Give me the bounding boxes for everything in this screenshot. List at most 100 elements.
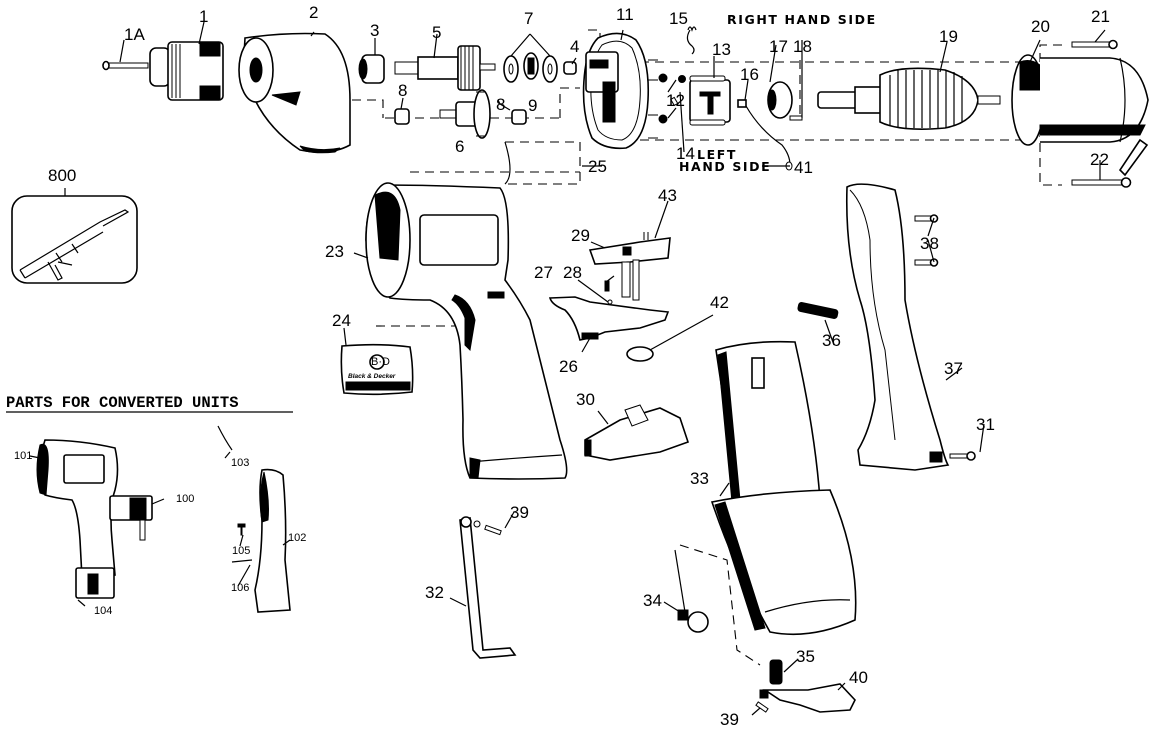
part-1A-screw[interactable]: [102, 60, 149, 71]
callout-14: 14: [676, 144, 695, 163]
part-5-spindle[interactable]: [394, 45, 496, 91]
part-40-latch-button[interactable]: [759, 683, 856, 713]
part-33-battery-pack[interactable]: [710, 340, 857, 636]
part-35-spring[interactable]: [769, 659, 783, 685]
part-1-chuck[interactable]: [149, 41, 224, 101]
callout-43: 43: [658, 186, 677, 205]
callout-23: 23: [325, 242, 344, 261]
callout-25: 25: [588, 157, 607, 176]
callout-4: 4: [570, 37, 579, 56]
part-28-spring[interactable]: [604, 280, 610, 292]
callout-6: 6: [455, 137, 464, 156]
callout-8b: 8: [496, 95, 505, 114]
callout-103: 103: [231, 457, 249, 469]
part-101-housing-converted[interactable]: [36, 439, 119, 599]
callout-106: 106: [231, 582, 249, 594]
part-24-badge[interactable]: B·D Black & Decker: [340, 343, 414, 396]
part-36-spring[interactable]: [797, 301, 839, 319]
note-hand-side: HAND SIDE: [679, 159, 771, 174]
callout-800: 800: [48, 166, 76, 185]
part-22-screw[interactable]: [1071, 177, 1132, 188]
callout-7: 7: [524, 9, 533, 28]
part-32-belt-clip[interactable]: [459, 516, 517, 659]
callout-labels: 1A 1 2 3 5 8 6 7 8 9 4 11 15 RIGHT HAND …: [14, 3, 1110, 729]
callout-42: 42: [710, 293, 729, 312]
part-106-lead-converted[interactable]: [231, 559, 253, 563]
callout-39b: 39: [720, 710, 739, 729]
part-17-bearing[interactable]: [767, 81, 793, 119]
callout-19: 19: [939, 27, 958, 46]
callout-15: 15: [669, 9, 688, 28]
callout-18: 18: [793, 37, 812, 56]
part-2-gear-housing[interactable]: [238, 32, 351, 154]
callout-17: 17: [769, 37, 788, 56]
callout-26: 26: [559, 357, 578, 376]
note-right-hand-side: RIGHT HAND SIDE: [727, 12, 877, 27]
part-39-pin-upper[interactable]: [484, 524, 502, 536]
callout-21: 21: [1091, 7, 1110, 26]
part-103-spring-converted[interactable]: [217, 425, 233, 451]
callout-leader-lines: [29, 21, 1106, 716]
part-30-battery-latch[interactable]: [584, 404, 690, 461]
part-102-handle-converted[interactable]: [254, 468, 291, 613]
part-23-housing[interactable]: [365, 182, 568, 480]
part-25-sleeve[interactable]: [504, 141, 511, 185]
callout-1: 1: [199, 7, 208, 26]
callout-8a: 8: [398, 81, 407, 100]
callout-3: 3: [370, 21, 379, 40]
callout-28: 28: [563, 263, 582, 282]
callout-12: 12: [666, 91, 685, 110]
callout-104: 104: [94, 605, 112, 617]
part-21-screw[interactable]: [1071, 39, 1118, 50]
part-14-brush[interactable]: [670, 75, 686, 107]
part-42-o-ring[interactable]: [626, 346, 654, 362]
callout-9: 9: [528, 96, 537, 115]
callout-33: 33: [690, 469, 709, 488]
callout-40: 40: [849, 668, 868, 687]
part-34-terminal[interactable]: [674, 549, 709, 633]
callout-32: 32: [425, 583, 444, 602]
part-3-bushing[interactable]: [358, 54, 385, 84]
part-800-accessory-box[interactable]: [11, 36, 138, 284]
callout-22: 22: [1090, 150, 1109, 169]
callout-36: 36: [822, 331, 841, 350]
callout-34: 34: [643, 591, 662, 610]
part-13-brush-holder[interactable]: [689, 75, 731, 126]
part-8-bearing-right[interactable]: [511, 109, 527, 125]
part-26-trigger[interactable]: [548, 296, 670, 341]
part-6-gear[interactable]: [439, 89, 491, 139]
part-38-screws[interactable]: [914, 214, 939, 267]
part-105-screw-converted[interactable]: [237, 523, 246, 536]
part-11-gear-case[interactable]: [582, 32, 658, 150]
badge-logo-text: B·D: [371, 356, 390, 368]
callout-41: 41: [794, 158, 813, 177]
part-27-pin[interactable]: [607, 299, 613, 305]
part-19-armature[interactable]: [817, 67, 1001, 130]
part-31-screw[interactable]: [949, 451, 976, 461]
part-15-spring[interactable]: [686, 26, 697, 55]
part-4-bushing[interactable]: [563, 61, 577, 75]
callout-24: 24: [332, 311, 351, 330]
part-100-switch-converted[interactable]: [109, 495, 153, 541]
part-20-motor[interactable]: [1011, 54, 1149, 177]
part-12-bearing[interactable]: [658, 73, 668, 124]
callout-13: 13: [712, 40, 731, 59]
callout-1A: 1A: [124, 25, 145, 44]
part-39-pin-lower[interactable]: [755, 701, 769, 713]
part-37-handle[interactable]: [845, 183, 950, 471]
callout-29: 29: [571, 226, 590, 245]
callout-31: 31: [976, 415, 995, 434]
callout-100: 100: [176, 493, 194, 505]
part-7-9-washers[interactable]: [503, 52, 558, 83]
part-29-43-switch-assembly[interactable]: [588, 232, 671, 301]
callout-27: 27: [534, 263, 553, 282]
part-8-bearing-left[interactable]: [394, 108, 410, 125]
badge-brand-text: Black & Decker: [348, 373, 396, 380]
part-18-screw[interactable]: [789, 115, 803, 121]
callout-2: 2: [309, 3, 318, 22]
note-left: LEFT: [697, 147, 737, 162]
callout-30: 30: [576, 390, 595, 409]
callout-37: 37: [944, 359, 963, 378]
callout-35: 35: [796, 647, 815, 666]
